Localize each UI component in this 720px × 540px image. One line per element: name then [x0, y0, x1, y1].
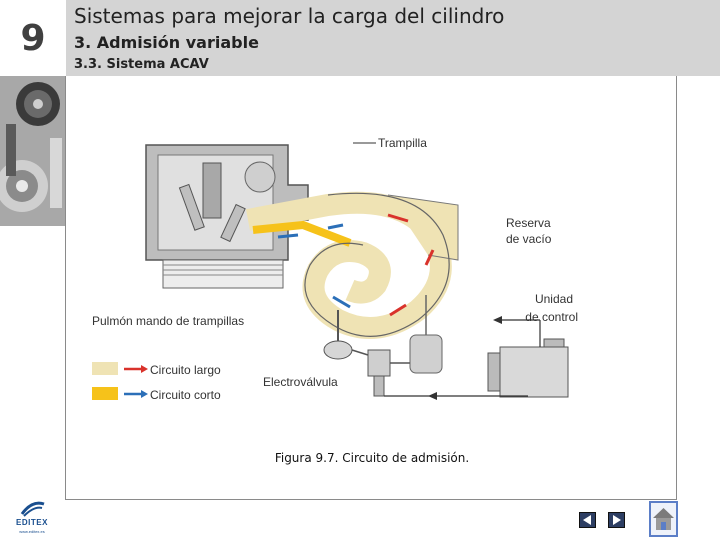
next-button[interactable] [608, 512, 625, 528]
side-engine-photo [0, 76, 66, 226]
control-unit [487, 338, 569, 398]
label-reserva-1: Reserva [506, 216, 551, 230]
figure-caption: Figura 9.7. Circuito de admisión. [274, 451, 470, 465]
logo-url: www.editex.es [19, 529, 45, 534]
chapter-number: 9 [20, 18, 46, 59]
legend-label-long: Circuito largo [150, 363, 221, 377]
legend-swatch-long [92, 362, 118, 375]
logo-text: EDITEX [16, 518, 48, 527]
page-title: Sistemas para mejorar la carga del cilin… [74, 4, 505, 28]
legend-label-short: Circuito corto [150, 388, 221, 402]
prev-button[interactable] [579, 512, 596, 528]
editex-logo-icon [20, 501, 45, 517]
solenoid-valve [351, 349, 410, 397]
label-reserva-2: de vacío [506, 232, 552, 246]
label-pulmon: Pulmón mando de trampillas [92, 314, 244, 328]
flow-arrows [277, 213, 435, 317]
label-electrovalvula: Electroválvula [263, 375, 338, 389]
legend-swatch-short [92, 387, 118, 400]
label-unidad-2: de control [525, 310, 578, 324]
home-icon [653, 508, 674, 530]
subsection-title: 3.3. Sistema ACAV [74, 57, 209, 72]
triangle-right-icon [613, 515, 621, 525]
short-circuit-duct [252, 220, 352, 247]
home-button[interactable] [649, 501, 678, 537]
label-trampilla: Trampilla [378, 136, 427, 150]
label-unidad-1: Unidad [535, 292, 573, 306]
editex-logo: EDITEX www.editex.es [8, 498, 56, 538]
vacuum-reserve [409, 334, 443, 374]
header-bar [0, 0, 720, 76]
chapter-box: 9 [0, 0, 66, 76]
acav-intake-diagram: Trampilla Reserva de vacío Unidad de con… [92, 136, 578, 402]
triangle-left-icon [583, 515, 591, 525]
section-title: 3. Admisión variable [74, 33, 259, 52]
long-circuit-duct [245, 191, 459, 339]
